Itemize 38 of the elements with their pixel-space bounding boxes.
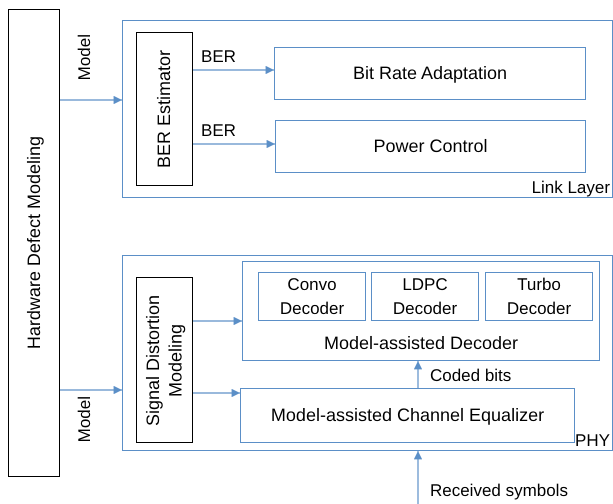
process-box	[258, 272, 366, 321]
edge-label: BER	[201, 122, 236, 139]
arrow	[193, 66, 274, 74]
process-box	[240, 388, 575, 443]
edge-label: BER	[201, 48, 236, 65]
box-label: LDPC Decoder	[392, 274, 458, 320]
arrow	[60, 386, 122, 394]
box-label: Bit Rate Adaptation	[352, 62, 508, 85]
box-label: Hardware Defect Modeling	[22, 136, 45, 350]
layer-box	[122, 255, 613, 451]
box-label: BER Estimator	[153, 50, 176, 168]
edge-label: Coded bits	[430, 367, 512, 384]
process-box	[371, 272, 479, 321]
layer-box	[122, 20, 613, 198]
box-label: Turbo Decoder	[506, 274, 572, 320]
process-box	[275, 120, 586, 173]
edge-label: Model	[76, 396, 93, 442]
module-box	[136, 277, 193, 443]
box-label: Model-assisted Decoder	[322, 332, 520, 354]
process-box	[274, 47, 586, 100]
layer-label: PHY	[575, 432, 610, 449]
edge-label: Model	[76, 34, 93, 80]
process-box	[485, 272, 593, 321]
process-box	[242, 261, 600, 361]
arrow	[193, 388, 240, 398]
module-box	[136, 32, 193, 186]
layer-label: Link Layer	[532, 179, 610, 196]
edge-label: Received symbols	[430, 482, 568, 499]
box-label: Signal Distortion Modeling	[142, 293, 186, 428]
box-label: Convo Decoder	[278, 274, 346, 320]
arrow	[193, 140, 275, 148]
arrow	[193, 316, 242, 326]
arrow	[60, 96, 122, 104]
arrow	[414, 361, 422, 388]
arrow	[414, 451, 422, 504]
box-label: Power Control	[373, 135, 488, 158]
module-box	[8, 9, 60, 477]
box-label: Model-assisted Channel Equalizer	[270, 404, 544, 427]
